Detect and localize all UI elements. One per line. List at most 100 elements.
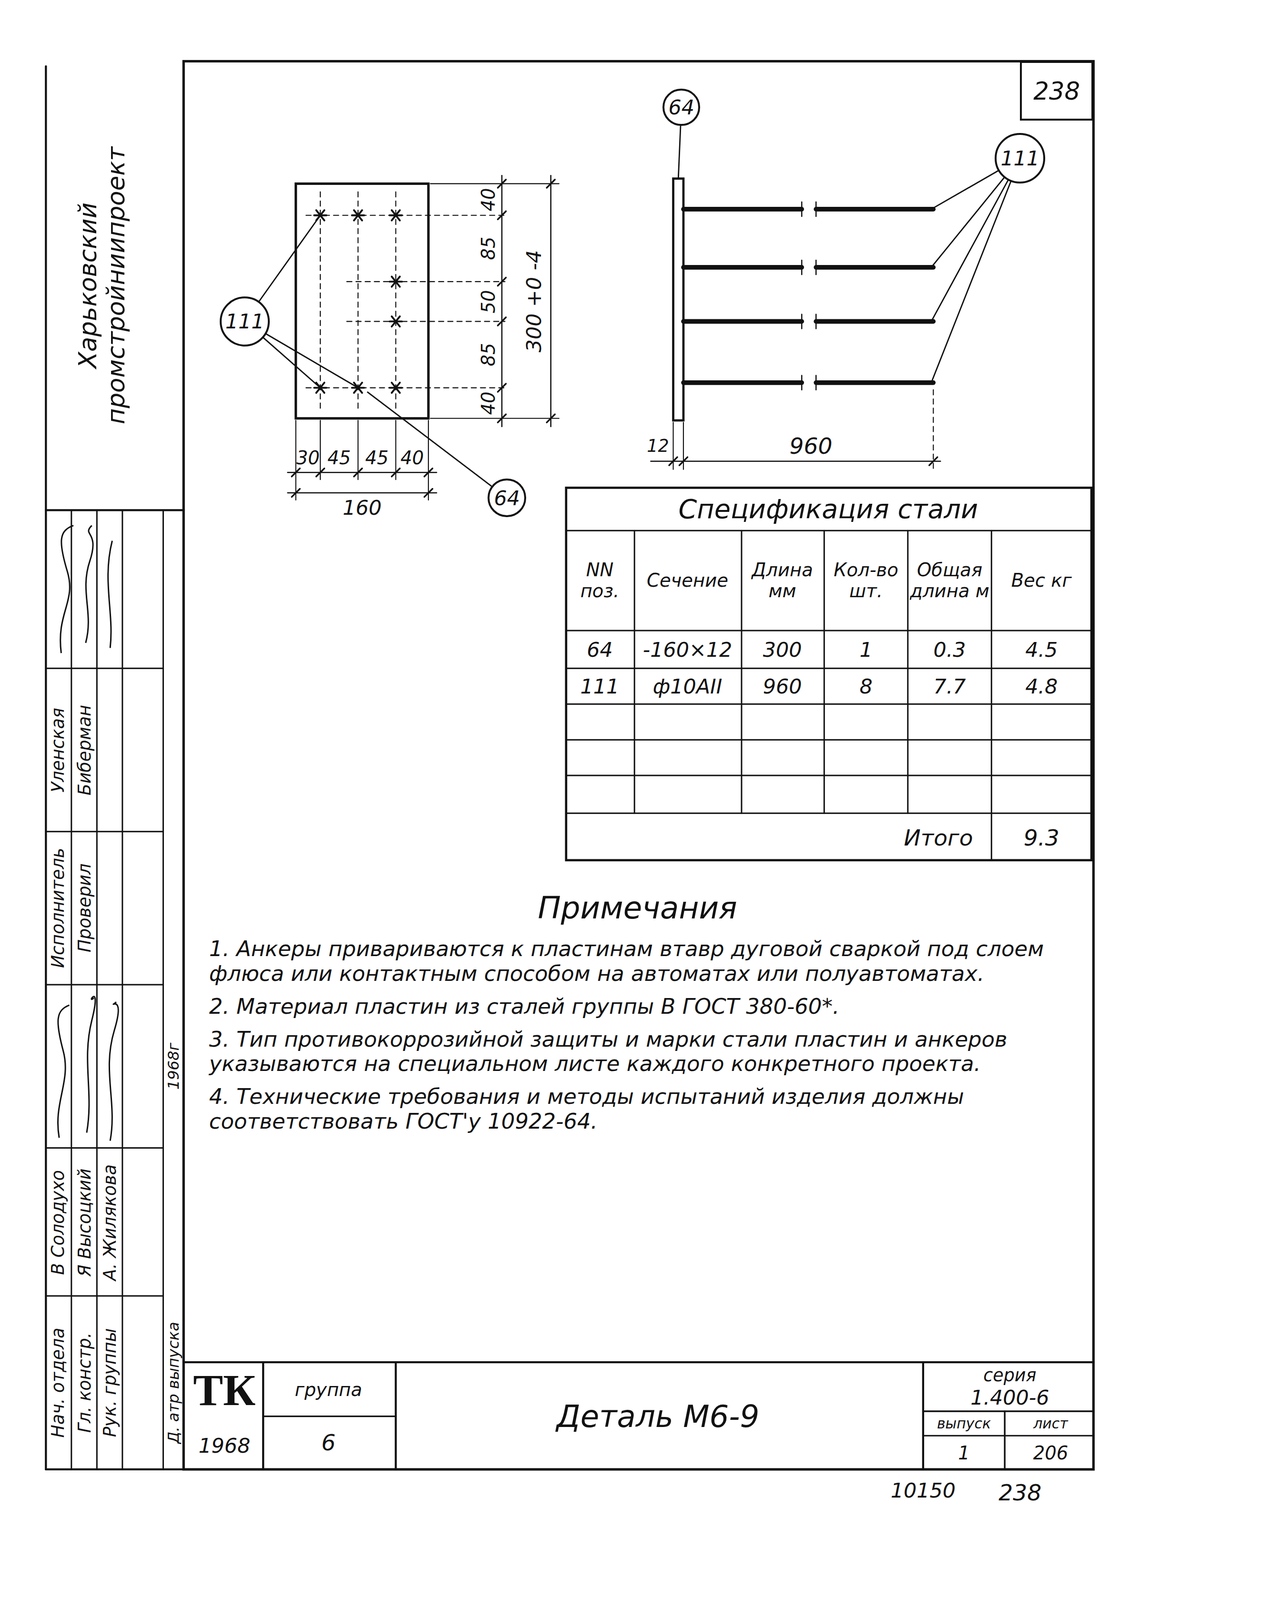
break-mark (801, 375, 803, 390)
title-block-text: Проверил (74, 863, 95, 953)
callout-number: 111 (225, 309, 265, 334)
dimension: 160 (342, 496, 382, 520)
signature (109, 1001, 119, 1141)
table-cell: -160×12 (642, 638, 733, 662)
table-cell: 0.3 (933, 638, 967, 662)
title-block-text: 1 (957, 1442, 970, 1464)
table-row (566, 739, 1092, 741)
dimension-tick (424, 488, 433, 498)
center-line (305, 386, 505, 388)
table-cell: 64 (586, 638, 613, 662)
strip-column (121, 509, 123, 1469)
callout-circle: 64 (662, 88, 700, 126)
extension-line (430, 183, 560, 184)
note: 3. Тип противокоррозийной защиты и марки… (209, 1027, 1077, 1077)
dimension-tick (497, 211, 506, 220)
title-block-text: 1968 (198, 1434, 251, 1458)
table-row (566, 667, 1092, 670)
leader-line (931, 176, 1010, 322)
leader-line (264, 333, 358, 388)
table-cell: 300 (763, 638, 803, 662)
dimension-tick (497, 317, 506, 326)
title-block-text: ТК (193, 1364, 256, 1416)
table-cell: NN поз. (568, 559, 632, 602)
center-line (346, 320, 506, 322)
break-mark (801, 314, 803, 329)
anchor-bar (683, 264, 802, 270)
dimension: 50 (478, 289, 500, 314)
table-cell: Сечение (636, 570, 739, 591)
sheet-number: 238 (1033, 76, 1080, 106)
title-block-text: Биберман (74, 704, 95, 796)
title-block-text: 6 (321, 1429, 336, 1456)
strip-row (45, 984, 163, 986)
anchor-mark (354, 210, 363, 221)
signature (57, 1005, 70, 1138)
dimension-line (287, 471, 437, 474)
note: 1. Анкеры привариваются к пластинам втав… (209, 936, 1077, 986)
title-block-text: Уленская (48, 707, 69, 793)
dimension: 40 (478, 187, 500, 212)
extension-line (395, 420, 397, 480)
strip-column (70, 509, 72, 1469)
title-block-text: 1.400-6 (970, 1385, 1049, 1410)
leader-line (678, 125, 681, 179)
drawing-group (45, 61, 1094, 1470)
anchor-bar (683, 206, 802, 212)
dimension: 300 +0 -4 (522, 249, 547, 353)
table-cell: Итого (904, 824, 974, 851)
leader-line (366, 391, 492, 487)
note: Примечания (538, 890, 738, 927)
callout-circle: 64 (487, 478, 527, 518)
dimension-tick (354, 468, 363, 477)
dimension-tick (546, 414, 555, 423)
leader-line (258, 215, 321, 303)
strip-row (45, 1294, 163, 1297)
dimension-line (650, 460, 941, 462)
dimension-tick (497, 414, 506, 423)
table-cell: 4.8 (1025, 674, 1058, 699)
anchor-bar (815, 206, 934, 212)
table-column (633, 530, 636, 814)
table-row (566, 774, 1092, 777)
title-block-line (922, 1362, 925, 1470)
dimension-tick (315, 468, 325, 477)
anchor-mark (354, 210, 363, 221)
extension-line (932, 389, 934, 470)
break-mark (815, 202, 817, 217)
dimension: 85 (478, 342, 500, 367)
dimension: 12 (646, 436, 669, 457)
note: 4. Технические требования и методы испыт… (209, 1084, 1077, 1134)
extension-line (357, 420, 359, 480)
center-line (357, 191, 359, 410)
callout-circle: 111 (219, 296, 271, 347)
table-column (740, 530, 743, 814)
table-column (990, 530, 993, 861)
dimension-tick (424, 468, 433, 477)
table-cell: Длина мм (743, 559, 821, 602)
anchor-bar (815, 264, 934, 270)
title-block-text: 1968г (164, 1042, 183, 1090)
dimension-tick (497, 383, 506, 392)
dimension-line (287, 492, 437, 494)
extension-line (295, 420, 297, 500)
table-cell: 1 (859, 638, 873, 662)
title-block-text: Харьковский промстройниипроект (73, 71, 131, 500)
table-cell: 8 (859, 674, 873, 699)
strip-border (44, 66, 47, 1470)
sheet-number: 10150 (890, 1478, 956, 1503)
title-block-text: Деталь М6-9 (556, 1398, 760, 1435)
break-mark (815, 260, 817, 275)
callout-number: 64 (668, 95, 694, 120)
title-block-line (923, 1435, 1094, 1437)
title-block-text: Исполнитель (48, 847, 69, 968)
extension-line (427, 420, 429, 500)
strip-column (96, 509, 98, 1469)
anchor-mark (391, 276, 400, 287)
title-block-text: Я Высоцкий (74, 1168, 95, 1277)
break-mark (801, 260, 803, 275)
table-cell: 4.5 (1025, 638, 1058, 662)
table-cell: 960 (763, 674, 803, 699)
spec-table (566, 487, 1092, 860)
